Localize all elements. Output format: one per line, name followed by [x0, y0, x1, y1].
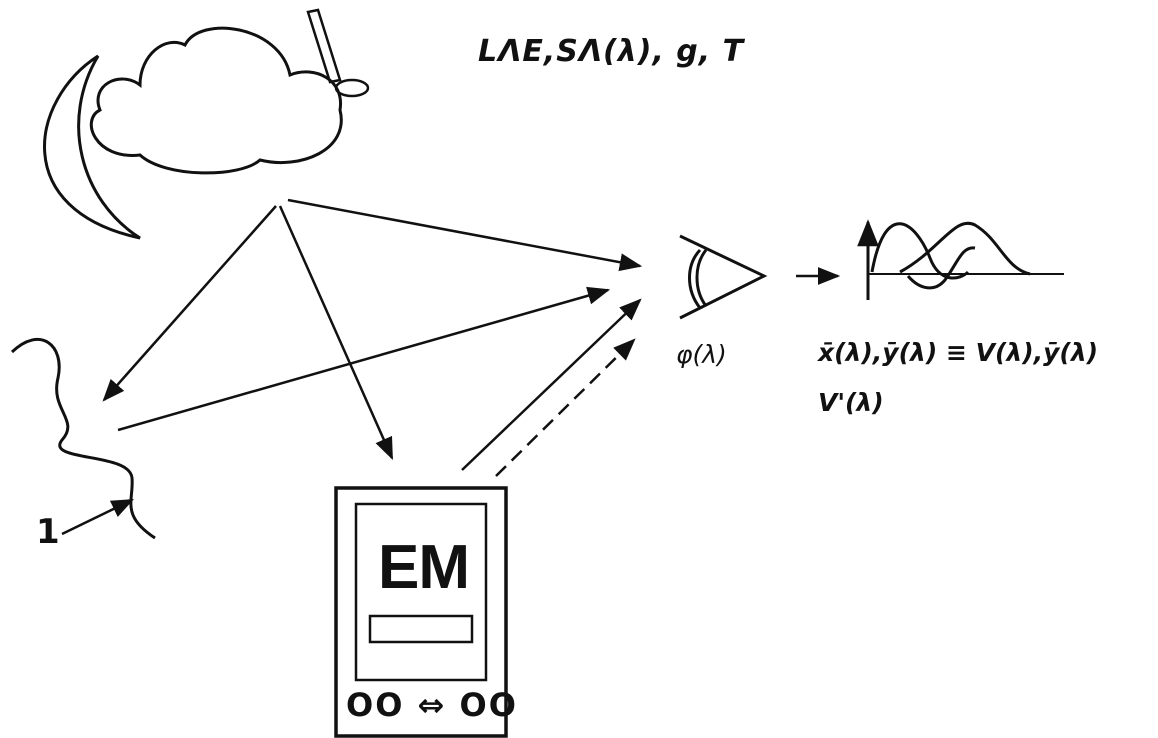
instrument-stick [306, 8, 342, 84]
cloud-icon [89, 26, 343, 175]
object-pointer [61, 498, 135, 536]
meter-label: EM [378, 533, 470, 602]
ray-sky-to-meter [278, 205, 394, 461]
ray-sky-to-eye [287, 198, 643, 272]
object-surface-icon [10, 338, 156, 540]
meter-controls: OO ⇔ OO [346, 686, 518, 724]
meter-device-icon [334, 486, 508, 738]
eye-sensitivity-label: φ(λ) [676, 340, 727, 369]
environment-parameters-label: LΛE,SΛ(λ), g, T [478, 34, 745, 69]
scotopic-function-label: V'(λ) [818, 388, 884, 417]
observer-functions-label: x̄(λ),ȳ(λ) ≡ V(λ),ȳ(λ) [818, 338, 1099, 367]
ray-meter-to-eye-dashed [495, 338, 636, 477]
ray-sky-to-object [102, 205, 277, 402]
moon-icon [43, 54, 141, 240]
instrument-head [334, 78, 370, 98]
eye-icon [679, 234, 768, 320]
ray-object-to-eye [117, 286, 611, 432]
spectral-curves [857, 219, 1064, 300]
object-marker-label: 1 [36, 512, 60, 552]
ray-meter-to-eye [461, 298, 642, 471]
